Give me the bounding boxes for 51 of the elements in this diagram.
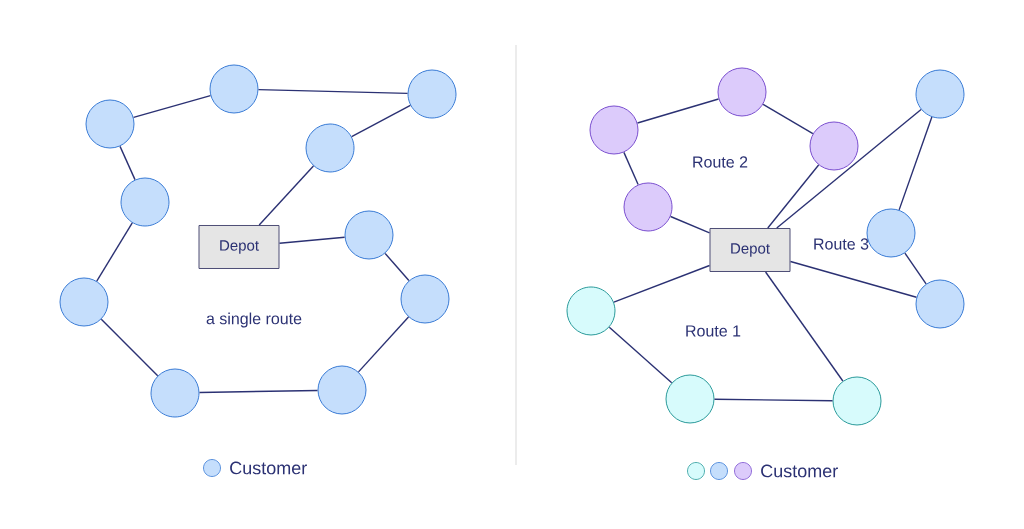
route-line (789, 260, 918, 298)
depot-box: Depot (709, 228, 791, 272)
route-label: Route 1 (686, 325, 741, 337)
route-line (384, 252, 410, 282)
route-line (96, 222, 133, 282)
route-line (357, 316, 410, 373)
route-line (762, 103, 814, 135)
route-label: a single route (206, 312, 302, 328)
route-line (898, 116, 933, 211)
route-line (767, 164, 820, 229)
route-line (764, 271, 844, 382)
route-line (350, 104, 412, 138)
depot-box: Depot (198, 225, 280, 269)
legend-label: Customer (230, 461, 307, 475)
customer-circle (150, 368, 200, 418)
route-line (636, 98, 720, 124)
route-line (257, 88, 409, 95)
route-line (258, 165, 315, 226)
customer-circle (665, 374, 715, 424)
customer-circle (344, 210, 394, 260)
route-line (132, 94, 212, 119)
customer-circle (717, 67, 767, 117)
customer-circle (809, 121, 859, 171)
customer-circle (317, 365, 367, 415)
route-line (713, 398, 834, 402)
route-line (119, 145, 136, 181)
route-label: Route 2 (693, 156, 748, 168)
route-label: Route 3 (814, 238, 869, 250)
customer-circle (915, 279, 965, 329)
customer-circle (305, 123, 355, 173)
customer-circle (589, 105, 639, 155)
customer-circle (915, 69, 965, 119)
route-line (669, 215, 711, 234)
legend-label: Customer (761, 464, 838, 478)
customer-circle (566, 286, 616, 336)
route-line (278, 236, 346, 244)
route-line (198, 389, 319, 394)
route-line (608, 326, 673, 384)
customer-circle (623, 182, 673, 232)
customer-circle (85, 99, 135, 149)
customer-circle (120, 177, 170, 227)
route-line (100, 318, 159, 377)
customer-circle (400, 274, 450, 324)
customer-circle (407, 69, 457, 119)
customer-circle (209, 64, 259, 114)
route-line (623, 151, 639, 186)
route-line (613, 264, 711, 303)
route-line (776, 108, 922, 229)
customer-circle (832, 376, 882, 426)
customer-circle (59, 277, 109, 327)
route-line (904, 252, 927, 285)
